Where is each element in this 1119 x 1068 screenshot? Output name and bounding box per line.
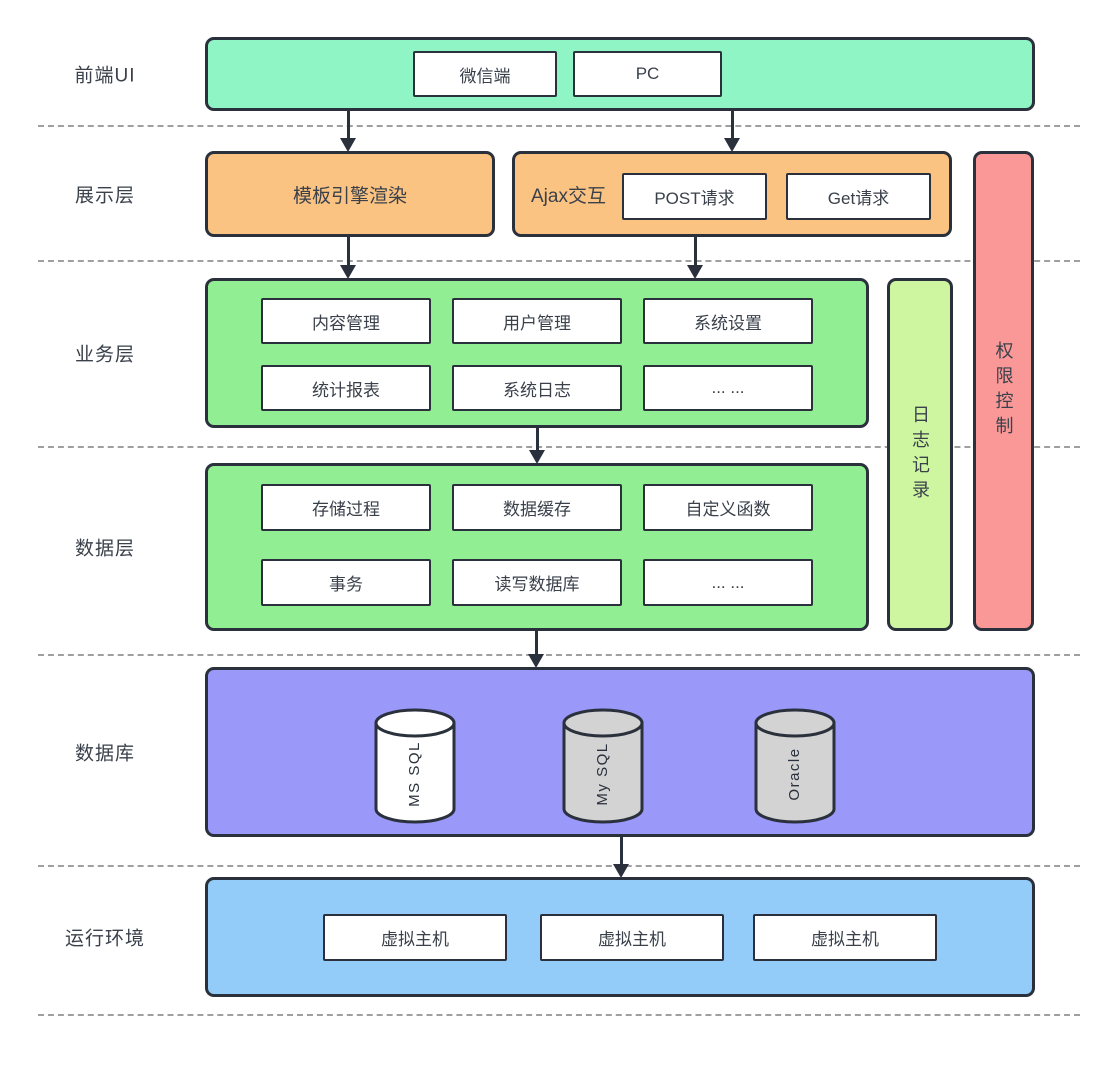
cylinder-mysql: My SQL [561, 706, 645, 826]
vm-box: 虚拟主机 [323, 914, 507, 961]
cylinder-oracle: Oracle [753, 706, 837, 826]
data-item-box: 数据缓存 [452, 484, 622, 531]
business-item-box: 内容管理 [261, 298, 431, 344]
cylinder-top [562, 708, 644, 738]
dashed-separator-1 [38, 125, 1080, 127]
data-container: 存储过程 数据缓存 自定义函数 事务 读写数据库 ... ... [205, 463, 869, 631]
layer-label-database: 数据库 [74, 743, 135, 765]
data-item-box: 读写数据库 [452, 559, 622, 606]
business-item-box: 用户管理 [452, 298, 622, 344]
data-grid: 存储过程 数据缓存 自定义函数 事务 读写数据库 ... ... [208, 484, 866, 606]
vm-box: 虚拟主机 [540, 914, 724, 961]
arrow-data-to-database [528, 631, 544, 668]
business-grid: 内容管理 用户管理 系统设置 统计报表 系统日志 ... ... [208, 298, 866, 411]
arrow-frontend-to-template [340, 111, 356, 152]
database-container: MS SQL My SQL Oracle [205, 667, 1035, 837]
cylinder-label: Oracle [786, 747, 803, 800]
layer-label-business: 业务层 [74, 344, 135, 366]
pc-box: PC [573, 51, 722, 97]
cylinder-body [374, 721, 456, 824]
cylinder-top [374, 708, 456, 738]
arrow-template-to-business [340, 237, 356, 279]
ajax-box-label: Ajax交互 [531, 185, 606, 207]
dashed-separator-5 [38, 865, 1080, 867]
cylinder-body [754, 721, 836, 824]
cylinder-label: My SQL [594, 742, 611, 805]
dashed-separator-2 [38, 260, 1080, 262]
vm-box: 虚拟主机 [753, 914, 937, 961]
post-request-box: POST请求 [622, 173, 767, 220]
cylinder-body [562, 721, 644, 824]
business-container: 内容管理 用户管理 系统设置 统计报表 系统日志 ... ... [205, 278, 869, 428]
dashed-separator-6 [38, 1014, 1080, 1016]
business-item-box: 系统设置 [643, 298, 813, 344]
frontend-band: 微信端 PC [205, 37, 1035, 111]
cylinder-label: MS SQL [406, 741, 423, 807]
layer-label-data: 数据层 [74, 538, 135, 560]
layer-label-frontend: 前端UI [74, 65, 136, 87]
business-item-box: 统计报表 [261, 365, 431, 411]
cylinder-mssql: MS SQL [373, 706, 457, 826]
template-render-box: 模板引擎渲染 [205, 151, 495, 237]
runtime-container: 虚拟主机 虚拟主机 虚拟主机 [205, 877, 1035, 997]
data-item-box: 事务 [261, 559, 431, 606]
layer-label-runtime: 运行环境 [64, 928, 145, 950]
cylinder-top [754, 708, 836, 738]
data-item-box: ... ... [643, 559, 813, 606]
business-item-box: 系统日志 [452, 365, 622, 411]
arrow-business-to-data [529, 428, 545, 464]
data-item-box: 存储过程 [261, 484, 431, 531]
dashed-separator-4 [38, 654, 1080, 656]
arrow-ajax-to-business [687, 237, 703, 279]
layer-label-presentation: 展示层 [74, 185, 135, 207]
arrow-database-to-runtime [613, 837, 629, 878]
data-item-box: 自定义函数 [643, 484, 813, 531]
dashed-separator-3 [38, 446, 1080, 448]
logging-sidebar: 日志记录 [887, 278, 953, 631]
business-item-box: ... ... [643, 365, 813, 411]
arrow-frontend-to-ajax [724, 111, 740, 152]
ajax-box: Ajax交互 POST请求 Get请求 [512, 151, 952, 237]
permission-sidebar: 权限控制 [973, 151, 1034, 631]
wechat-box: 微信端 [413, 51, 557, 97]
get-request-box: Get请求 [786, 173, 931, 220]
